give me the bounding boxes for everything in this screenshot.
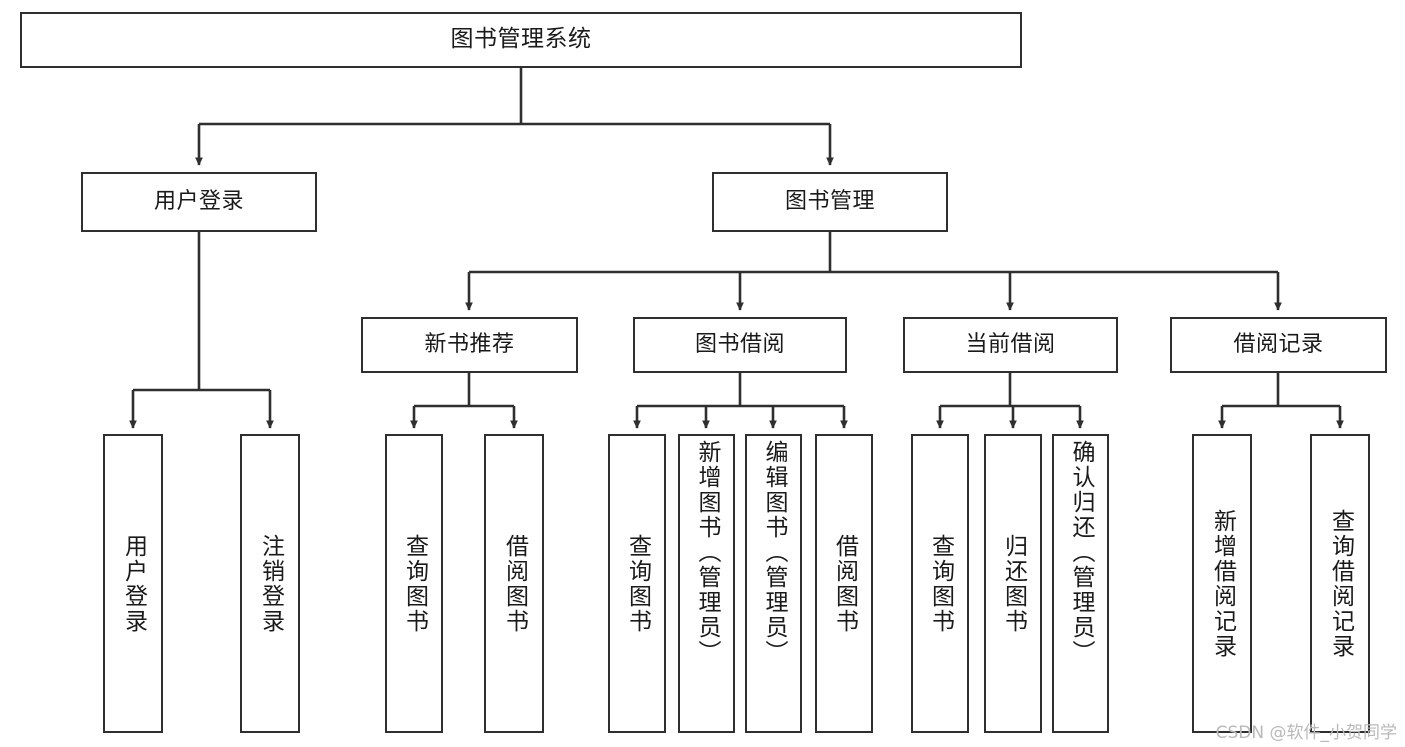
node-leaf-user-login[interactable]: 用户登录 [103,434,163,733]
node-root-system-label: 图书管理系统 [450,26,592,53]
node-leaf-user-logout-label: 注销登录 [257,533,284,634]
node-leaf-user-login-label: 用户登录 [120,533,147,634]
node-new-book-recommend[interactable]: 新书推荐 [361,317,578,373]
node-user-login[interactable]: 用户登录 [81,172,317,232]
node-new-book-recommend-label: 新书推荐 [424,332,515,358]
node-book-borrow[interactable]: 图书借阅 [633,317,847,373]
node-leaf-return-book-label: 归还图书 [1000,533,1027,634]
node-leaf-edit-book-admin-label: 编辑图书（管理员） [761,440,787,665]
node-borrow-record[interactable]: 借阅记录 [1170,317,1387,373]
node-leaf-query-book-1[interactable]: 查询图书 [385,434,443,733]
node-leaf-borrow-book-1[interactable]: 借阅图书 [484,434,544,733]
node-leaf-query-borrow-record[interactable]: 查询借阅记录 [1310,434,1370,733]
node-leaf-query-book-2-label: 查询图书 [624,533,651,634]
node-leaf-borrow-book-1-label: 借阅图书 [501,533,528,634]
node-leaf-confirm-return-admin[interactable]: 确认归还（管理员） [1052,434,1109,733]
node-leaf-return-book[interactable]: 归还图书 [984,434,1042,733]
node-book-manage-label: 图书管理 [784,189,875,215]
node-book-borrow-label: 图书借阅 [694,332,785,358]
node-leaf-add-book-admin[interactable]: 新增图书（管理员） [678,434,735,733]
node-leaf-borrow-book-2-label: 借阅图书 [831,533,858,634]
node-leaf-query-book-3-label: 查询图书 [927,533,954,634]
node-book-manage[interactable]: 图书管理 [712,172,948,232]
node-leaf-add-book-admin-label: 新增图书（管理员） [694,440,720,665]
node-leaf-add-borrow-record-label: 新增借阅记录 [1209,508,1236,659]
node-leaf-edit-book-admin[interactable]: 编辑图书（管理员） [745,434,802,733]
node-leaf-borrow-book-2[interactable]: 借阅图书 [815,434,873,733]
node-leaf-query-book-2[interactable]: 查询图书 [608,434,666,733]
node-leaf-query-book-1-label: 查询图书 [401,533,428,634]
node-leaf-query-book-3[interactable]: 查询图书 [911,434,969,733]
node-leaf-query-borrow-record-label: 查询借阅记录 [1327,508,1354,659]
node-borrow-record-label: 借阅记录 [1233,332,1324,358]
node-current-borrow-label: 当前借阅 [965,332,1056,358]
node-leaf-add-borrow-record[interactable]: 新增借阅记录 [1192,434,1252,733]
node-current-borrow[interactable]: 当前借阅 [903,317,1118,373]
node-root-system[interactable]: 图书管理系统 [20,12,1022,68]
node-leaf-confirm-return-admin-label: 确认归还（管理员） [1068,440,1094,665]
node-leaf-user-logout[interactable]: 注销登录 [240,434,300,733]
node-user-login-label: 用户登录 [153,189,244,215]
csdn-watermark: CSDN @软件_小贺同学 [1215,723,1397,743]
